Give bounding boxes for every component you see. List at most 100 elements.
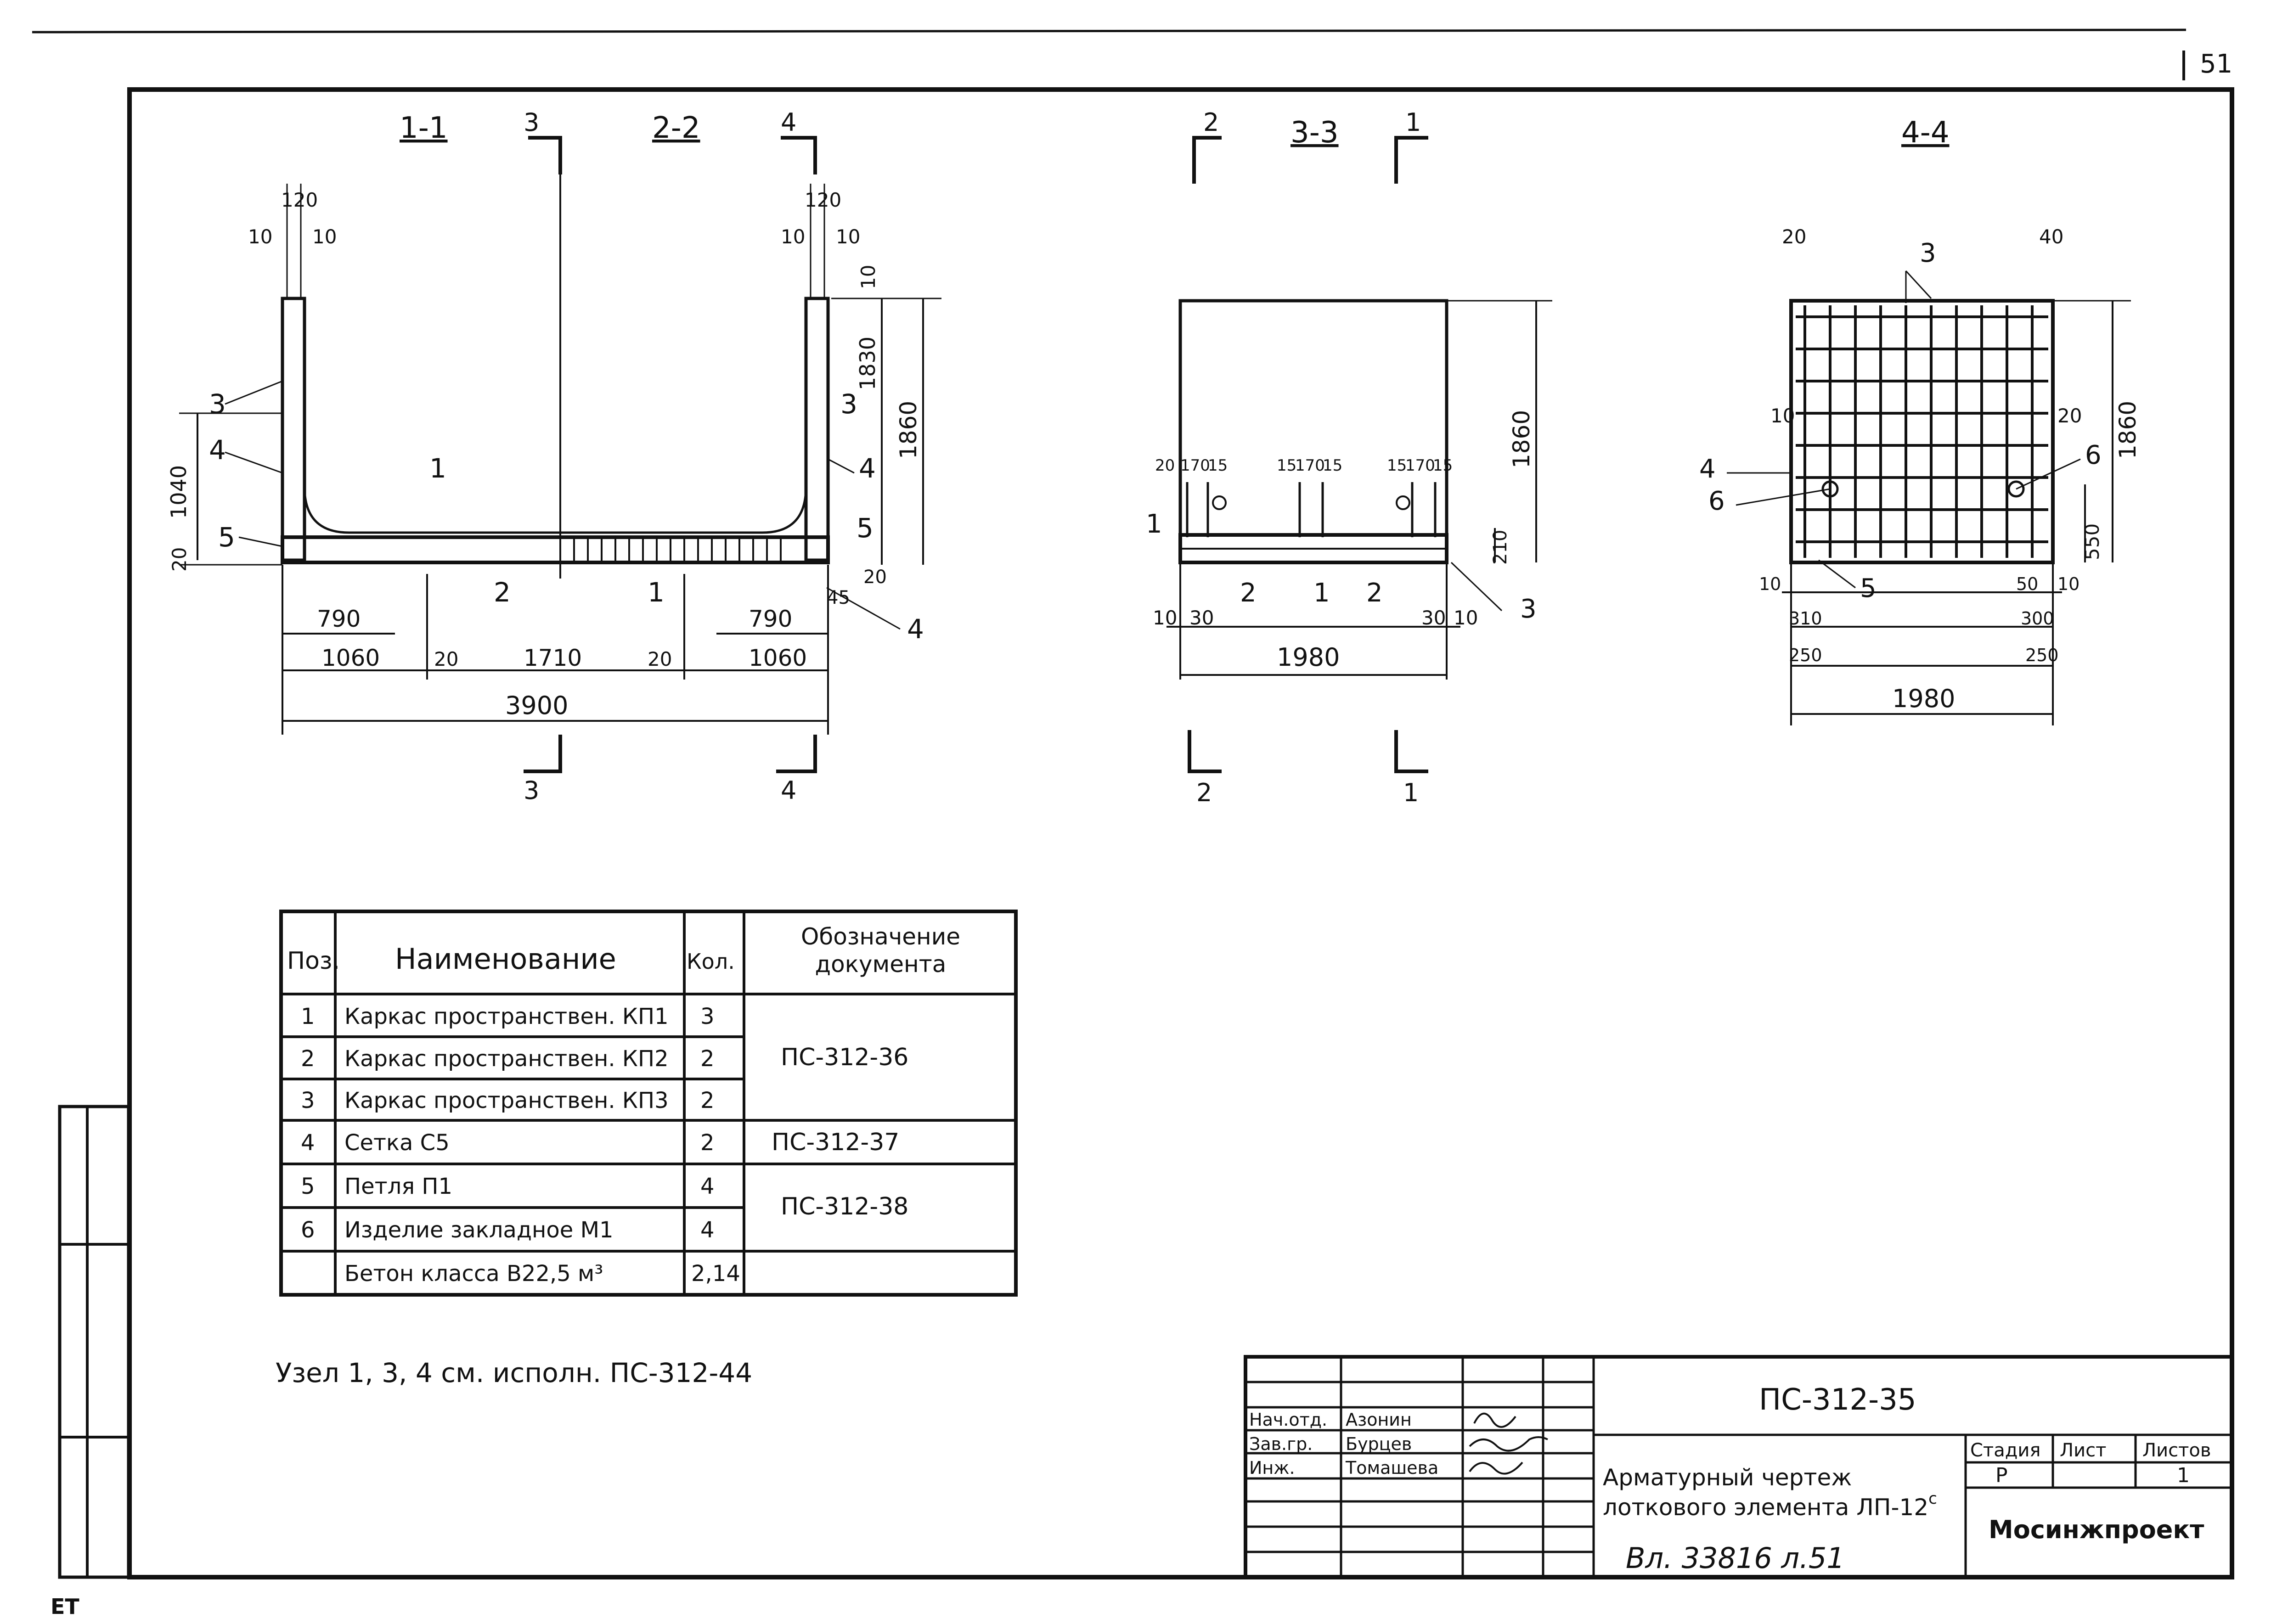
section-3-3-label: 3-3 [1291, 116, 1339, 150]
row1-name: Каркас пространствен. КП1 [344, 1004, 669, 1029]
row2-name: Каркас пространствен. КП2 [344, 1046, 669, 1072]
cut-mark-2-bottom: 2 [1196, 778, 1212, 807]
dim-1860-right: 1860 [2114, 401, 2141, 459]
dim-10-mid-b: 10 [1454, 607, 1478, 629]
dim-15-a: 15 [1208, 456, 1228, 475]
binding-strip [58, 1105, 130, 1579]
th-name: Наименование [395, 942, 616, 976]
dim-1980-mid: 1980 [1277, 643, 1340, 672]
callout-4-bottom: 4 [907, 613, 924, 645]
dim-170-b: 170 [1295, 456, 1325, 475]
callout-1-mid-b: 1 [1313, 578, 1330, 608]
dim-170-a: 170 [1180, 456, 1210, 475]
cut-mark-4-bottom: 4 [781, 776, 796, 805]
callout-3-r: 3 [1920, 238, 1936, 268]
callout-2: 2 [494, 577, 511, 608]
dim-15-d: 15 [1387, 456, 1407, 475]
callout-3-right: 3 [840, 388, 857, 420]
archive-mark: Вл. 33816 л.51 [1626, 1541, 1845, 1575]
callout-2-mid-a: 2 [1240, 578, 1257, 608]
dim-15-e: 15 [1433, 456, 1453, 475]
dim-1710: 1710 [524, 645, 582, 671]
drawing-frame [127, 87, 2234, 1579]
dim-1040: 1040 [166, 465, 191, 519]
dim-30-mid-a: 30 [1189, 607, 1214, 629]
row3-name: Каркас пространствен. КП3 [344, 1088, 669, 1113]
callout-1-b: 1 [648, 577, 665, 608]
cut-mark-1-top: 1 [1405, 108, 1421, 137]
dim-15-b: 15 [1277, 456, 1296, 475]
row5-qty: 4 [700, 1174, 715, 1199]
dim-790-a: 790 [317, 606, 361, 632]
row7-name: Бетон класса В22,5 м³ [344, 1261, 603, 1287]
dim-310: 310 [1789, 608, 1822, 629]
row4-qty: 2 [700, 1130, 715, 1156]
th-pos: Поз. [287, 947, 340, 975]
cut-mark-4-top: 4 [781, 108, 796, 137]
dim-top-10-c: 10 [781, 225, 805, 248]
name-head: Азонин [1346, 1410, 1412, 1430]
dim-20-right: 20 [863, 567, 887, 588]
cut-mark-3-bottom: 3 [524, 776, 539, 805]
stage-value: Р [1995, 1464, 2008, 1487]
dim-10-mid-a: 10 [1153, 607, 1177, 629]
role-head: Нач.отд. [1249, 1410, 1327, 1430]
dim-10-r-a: 10 [1759, 574, 1781, 594]
stage-label: Стадия [1970, 1440, 2040, 1461]
name-group: Бурцев [1346, 1434, 1412, 1454]
name-eng: Томашева [1345, 1458, 1438, 1478]
dim-top-120-b: 120 [805, 189, 841, 211]
dim-1980-right: 1980 [1892, 684, 1955, 713]
dim-10-r-side: 10 [1770, 405, 1795, 427]
role-group: Зав.гр. [1249, 1434, 1313, 1454]
dim-top-10-a: 10 [248, 225, 272, 248]
callout-2-mid-b: 2 [1366, 578, 1383, 608]
doc-ref-36: ПС-312-36 [781, 1044, 908, 1071]
cut-mark-1-bottom: 1 [1403, 778, 1419, 807]
sheet-number: 51 [2200, 49, 2232, 79]
row4-name: Сетка С5 [344, 1130, 450, 1156]
sheets-label: Листов [2142, 1440, 2211, 1461]
dim-20-left: 20 [168, 547, 191, 572]
role-eng: Инж. [1249, 1458, 1295, 1478]
row6-name: Изделие закладное М1 [344, 1217, 614, 1243]
section-4-4-label: 4-4 [1901, 116, 1950, 150]
dim-50-r: 50 [2016, 574, 2038, 594]
row6-qty: 4 [700, 1217, 715, 1243]
dim-300: 300 [2021, 608, 2054, 629]
row1-qty: 3 [700, 1004, 715, 1029]
dim-15-c: 15 [1323, 456, 1342, 475]
cut-mark-2-top: 2 [1203, 108, 1219, 137]
callout-5-left: 5 [218, 522, 235, 553]
signatures [1469, 1412, 1548, 1475]
dim-1060-a: 1060 [321, 645, 380, 671]
top-trim-line [32, 28, 2187, 34]
row2-qty: 2 [700, 1046, 715, 1072]
callout-4-r: 4 [1699, 454, 1716, 484]
th-qty: Кол. [687, 949, 735, 974]
row2-pos: 2 [301, 1046, 315, 1072]
callout-3-mid: 3 [1520, 594, 1537, 624]
assembly-note: Узел 1, 3, 4 см. исполн. ПС-312-44 [276, 1357, 752, 1388]
dim-550: 550 [2081, 523, 2103, 560]
dim-20-r-top: 20 [1782, 225, 1806, 248]
row6-pos: 6 [301, 1217, 315, 1243]
dim-790-b: 790 [749, 606, 792, 632]
cut-mark-3-top: 3 [524, 108, 539, 137]
callout-1-mid-a: 1 [1146, 509, 1162, 539]
callout-5-r: 5 [1860, 573, 1877, 603]
doc-ref-37: ПС-312-37 [772, 1129, 899, 1156]
sheets-value: 1 [2177, 1464, 2190, 1487]
row3-qty: 2 [700, 1088, 715, 1113]
dim-top-10-b: 10 [312, 225, 337, 248]
row4-pos: 4 [301, 1130, 315, 1156]
dim-10-right: 10 [857, 265, 879, 289]
th-doc: Обозначение документа [801, 923, 960, 978]
dim-250-a: 250 [1789, 645, 1822, 665]
row5-pos: 5 [301, 1174, 315, 1199]
dim-10-r-b: 10 [2057, 574, 2079, 594]
section-1-1-label: 1-1 [400, 111, 448, 145]
title-line-2: лоткового элемента ЛП-12с [1603, 1489, 1937, 1521]
